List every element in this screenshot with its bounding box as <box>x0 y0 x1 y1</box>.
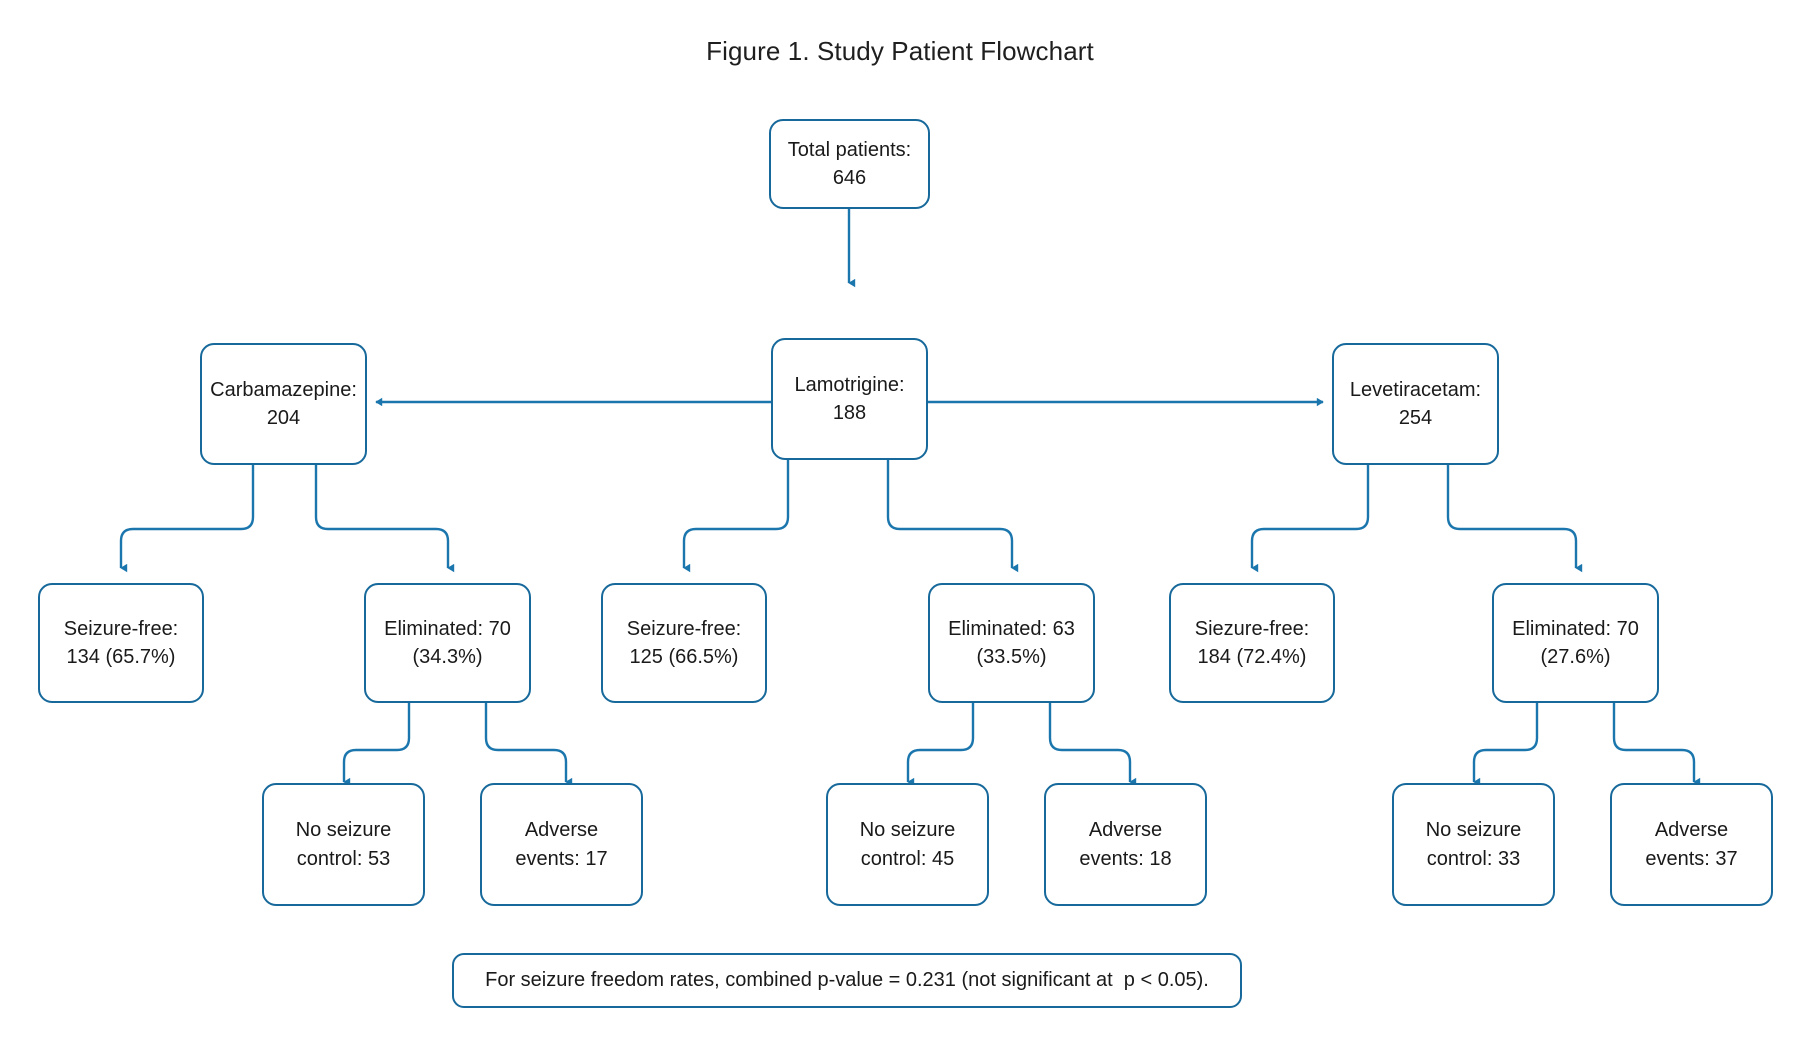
node-ltg-eliminated-line2: (33.5%) <box>976 646 1047 668</box>
node-ltg-adverse-events[interactable]: Adverse events: 18 <box>1044 783 1207 906</box>
node-levetiracetam[interactable]: Levetiracetam: 254 <box>1332 343 1499 465</box>
node-levetiracetam-line1: Levetiracetam: <box>1349 378 1482 401</box>
edge-levetiracetam-to-eliminated <box>1446 465 1583 573</box>
node-ltg-no-seizure-control[interactable]: No seizure control: 45 <box>826 783 989 906</box>
edge-ltg-eliminated-to-adverse <box>1048 702 1137 787</box>
node-lev-eliminated-line1: Eliminated: 70 <box>1512 617 1639 640</box>
node-cbz-no-seizure-control-line1: No seizure <box>295 819 392 842</box>
node-lev-no-seizure-control-line2: control: 33 <box>1426 847 1521 870</box>
node-lamotrigine[interactable]: Lamotrigine: 188 <box>771 338 928 460</box>
node-ltg-no-seizure-control-line1: No seizure <box>859 819 956 842</box>
edge-lev-eliminated-to-no-control <box>1472 702 1539 787</box>
edge-cbz-eliminated-to-adverse <box>484 702 573 787</box>
edge-carbamazepine-to-eliminated <box>314 465 455 573</box>
node-cbz-seizure-free[interactable]: Seizure-free: 134 (65.7%) <box>38 583 204 703</box>
node-levetiracetam-line2: 254 <box>1398 407 1433 429</box>
node-lev-adverse-events[interactable]: Adverse events: 37 <box>1610 783 1773 906</box>
node-lev-seizure-free[interactable]: Siezure-free: 184 (72.4%) <box>1169 583 1335 703</box>
node-cbz-adverse-events[interactable]: Adverse events: 17 <box>480 783 643 906</box>
node-total-patients[interactable]: Total patients: 646 <box>769 119 930 209</box>
node-cbz-adverse-events-line2: events: 17 <box>515 847 608 870</box>
node-cbz-adverse-events-line1: Adverse <box>524 819 599 842</box>
figure-title: Figure 1. Study Patient Flowchart <box>706 36 1094 66</box>
node-carbamazepine-line1: Carbamazepine: <box>210 378 357 401</box>
node-lev-no-seizure-control[interactable]: No seizure control: 33 <box>1392 783 1555 906</box>
node-ltg-no-seizure-control-line2: control: 45 <box>860 847 955 870</box>
edge-lamotrigine-to-eliminated <box>886 460 1019 573</box>
node-cbz-seizure-free-line1: Seizure-free: <box>63 617 179 640</box>
node-total-patients-line2: 646 <box>832 167 867 189</box>
node-cbz-eliminated[interactable]: Eliminated: 70 (34.3%) <box>364 583 531 703</box>
node-cbz-eliminated-line2: (34.3%) <box>412 646 483 668</box>
node-ltg-seizure-free[interactable]: Seizure-free: 125 (66.5%) <box>601 583 767 703</box>
node-carbamazepine[interactable]: Carbamazepine: 204 <box>200 343 367 465</box>
node-lev-eliminated-line2: (27.6%) <box>1540 646 1611 668</box>
node-lev-no-seizure-control-line1: No seizure <box>1425 819 1522 842</box>
node-lamotrigine-line1: Lamotrigine: <box>794 373 905 396</box>
node-lev-seizure-free-line2: 184 (72.4%) <box>1197 646 1307 668</box>
footnote-text: For seizure freedom rates, combined p-va… <box>485 969 1209 991</box>
node-cbz-seizure-free-line2: 134 (65.7%) <box>66 646 176 668</box>
edge-lev-eliminated-to-adverse <box>1612 702 1701 787</box>
edge-cbz-eliminated-to-no-control <box>342 702 411 787</box>
node-ltg-adverse-events-line2: events: 18 <box>1079 847 1172 870</box>
node-ltg-eliminated-line1: Eliminated: 63 <box>948 617 1075 640</box>
node-carbamazepine-line2: 204 <box>266 407 301 429</box>
node-lev-adverse-events-line2: events: 37 <box>1645 847 1738 870</box>
node-ltg-eliminated[interactable]: Eliminated: 63 (33.5%) <box>928 583 1095 703</box>
node-lamotrigine-line2: 188 <box>832 402 867 424</box>
node-ltg-seizure-free-line2: 125 (66.5%) <box>629 646 739 668</box>
node-cbz-no-seizure-control[interactable]: No seizure control: 53 <box>262 783 425 906</box>
node-lev-adverse-events-line1: Adverse <box>1654 819 1729 842</box>
node-lev-seizure-free-line1: Siezure-free: <box>1194 617 1310 640</box>
edge-carbamazepine-to-seizure-free <box>119 465 255 573</box>
node-total-patients-line1: Total patients: <box>787 138 912 161</box>
node-ltg-adverse-events-line1: Adverse <box>1088 819 1163 842</box>
node-ltg-seizure-free-line1: Seizure-free: <box>626 617 742 640</box>
edge-lamotrigine-to-seizure-free <box>682 460 790 573</box>
edge-levetiracetam-to-seizure-free <box>1250 465 1370 573</box>
footnote-box: For seizure freedom rates, combined p-va… <box>452 953 1242 1008</box>
node-cbz-eliminated-line1: Eliminated: 70 <box>384 617 511 640</box>
node-cbz-no-seizure-control-line2: control: 53 <box>296 847 391 870</box>
edge-ltg-eliminated-to-no-control <box>906 702 975 787</box>
node-lev-eliminated[interactable]: Eliminated: 70 (27.6%) <box>1492 583 1659 703</box>
